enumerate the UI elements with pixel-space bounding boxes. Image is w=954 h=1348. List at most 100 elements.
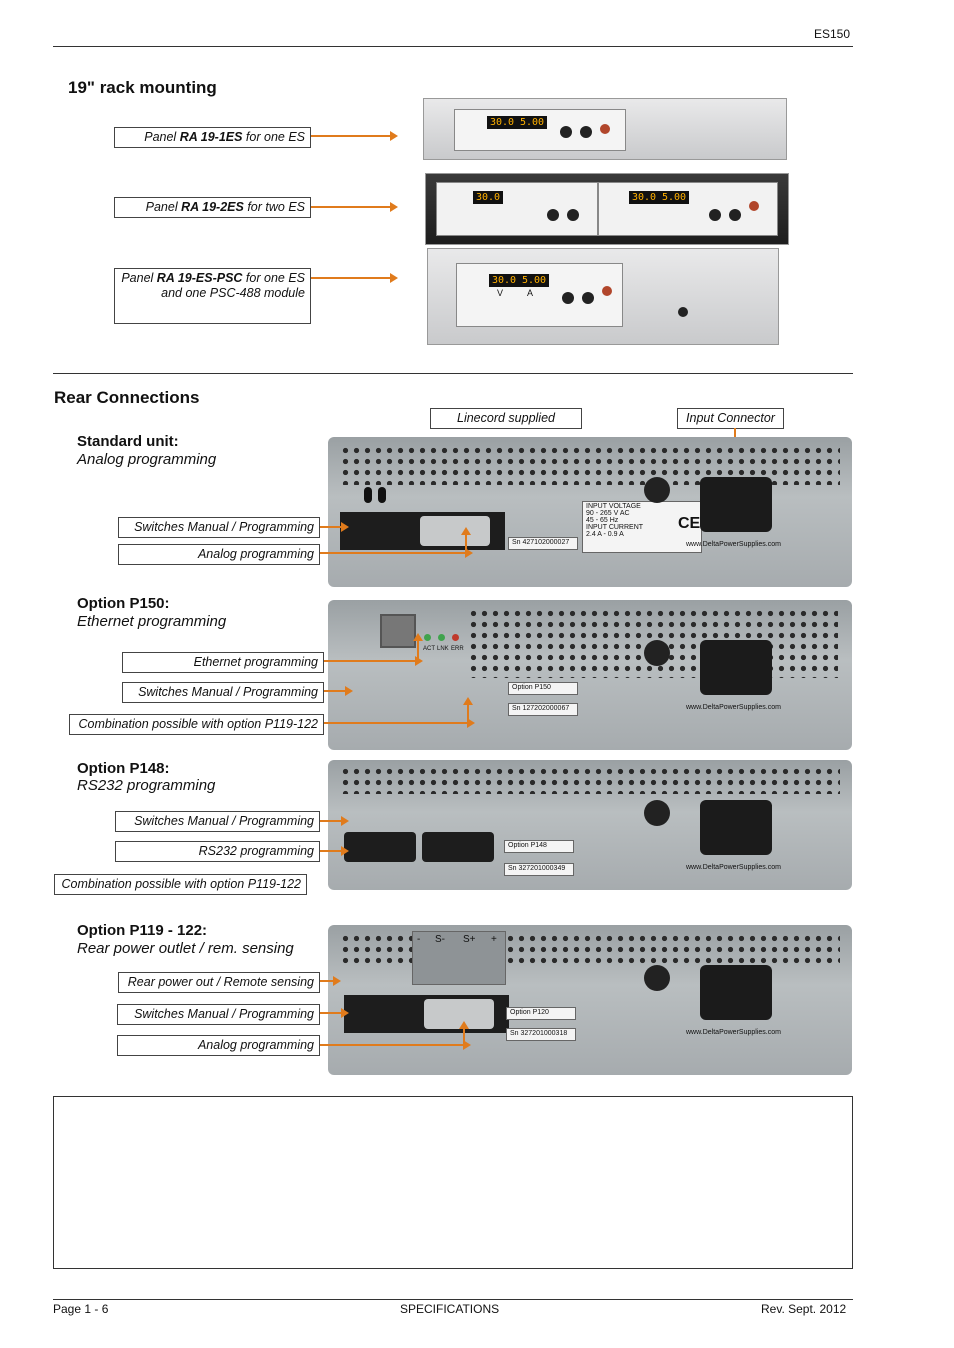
serial-plate: Sn 327201000349 bbox=[504, 863, 574, 876]
p148-heading: Option P148: bbox=[77, 760, 170, 777]
ground-knob-icon bbox=[644, 477, 670, 503]
voltage-display: 30.0 bbox=[487, 116, 518, 129]
plate-label: INPUT CURRENT bbox=[586, 524, 644, 531]
power-supply-front-left: 30.0 bbox=[436, 182, 598, 236]
option-plate: Option P148 bbox=[504, 840, 574, 853]
iec-inlet-icon bbox=[700, 640, 772, 695]
standard-heading: Standard unit: bbox=[77, 433, 179, 450]
footer-section: SPECIFICATIONS bbox=[400, 1302, 500, 1316]
label-p150-switches: Switches Manual / Programming bbox=[122, 682, 324, 703]
knob-icon bbox=[562, 292, 574, 304]
label-ra19-1es: Panel RA 19-1ES for one ES bbox=[114, 127, 311, 148]
label-ra19-2es: Panel RA 19-2ES for two ES bbox=[114, 197, 311, 218]
iec-inlet-icon bbox=[700, 965, 772, 1020]
footer-rule bbox=[53, 1299, 853, 1300]
label-p148-rs232: RS232 programming bbox=[115, 841, 320, 862]
standard-unit-photo: INPUT VOLTAGE 90 - 265 V AC 45 - 65 Hz I… bbox=[328, 437, 852, 587]
p150-unit-photo: ACT LNK ERR Option P150 Sn 127202000067 … bbox=[328, 600, 852, 750]
arrow-p119-analog bbox=[320, 1040, 471, 1050]
label-p150-combination: Combination possible with option P119-12… bbox=[69, 714, 324, 735]
label-text-line2: and one PSC-488 module bbox=[161, 286, 305, 300]
terminal-icon bbox=[749, 201, 759, 211]
label-p119-analog: Analog programming bbox=[117, 1035, 320, 1056]
label-p119-switches: Switches Manual / Programming bbox=[117, 1004, 320, 1025]
label-standard-switches: Switches Manual / Programming bbox=[118, 517, 320, 538]
website-text: www.DeltaPowerSupplies.com bbox=[686, 864, 781, 871]
power-supply-front-right: 30.0 5.00 bbox=[598, 182, 778, 236]
arrow-p150-combination-up bbox=[463, 697, 473, 723]
rack-photo: 30.0 5.00 30.0 30.0 5.00 30.0 5.00 V A bbox=[405, 85, 795, 360]
arrow-p148-switches bbox=[320, 816, 349, 826]
standard-subheading: Analog programming bbox=[77, 451, 217, 468]
arrow-p150-combination bbox=[324, 718, 475, 728]
header-rule bbox=[53, 46, 853, 47]
arrow-ra19-2es bbox=[311, 202, 398, 212]
p119-subheading: Rear power outlet / rem. sensing bbox=[77, 940, 294, 957]
knob-icon bbox=[547, 209, 559, 221]
arrow-p119-analog-up bbox=[459, 1021, 469, 1045]
doc-id: ES150 bbox=[814, 27, 851, 41]
led-label-lnk: LNK bbox=[437, 646, 449, 652]
connector-icon bbox=[678, 307, 688, 317]
knob-icon bbox=[580, 126, 592, 138]
knob-icon bbox=[582, 292, 594, 304]
current-display: 5.00 bbox=[659, 191, 690, 204]
rack-panel-1: 30.0 5.00 bbox=[423, 98, 787, 160]
label-p150-ethernet: Ethernet programming bbox=[122, 652, 324, 673]
iec-inlet-icon bbox=[700, 800, 772, 855]
voltage-unit: V bbox=[497, 288, 504, 298]
label-linecord: Linecord supplied bbox=[430, 408, 582, 429]
label-ra19-es-psc: Panel RA 19-ES-PSC for one ES and one PS… bbox=[114, 268, 311, 324]
current-unit: A bbox=[527, 288, 534, 298]
rs232-connector-icon bbox=[344, 832, 416, 862]
rack-panel-3: 30.0 5.00 V A bbox=[427, 248, 779, 345]
ce-mark: CE bbox=[678, 515, 701, 532]
label-standard-analog: Analog programming bbox=[118, 544, 320, 565]
serial-plate: Sn 127202000067 bbox=[508, 703, 578, 716]
arrow-standard-analog-up bbox=[461, 527, 471, 553]
label-text: Panel bbox=[144, 130, 180, 144]
arrow-p119-switches bbox=[320, 1008, 349, 1018]
p150-heading: Option P150: bbox=[77, 595, 170, 612]
current-display: 5.00 bbox=[519, 274, 550, 287]
power-supply-front: 30.0 5.00 V A bbox=[456, 263, 623, 327]
terminal-label: - bbox=[417, 934, 421, 945]
label-text: for one ES bbox=[242, 271, 305, 285]
voltage-display: 30.0 bbox=[473, 191, 504, 204]
arrow-ra19-1es bbox=[311, 131, 398, 141]
label-p119-remote-sensing: Rear power out / Remote sensing bbox=[118, 972, 320, 993]
footer-page: Page 1 - 6 bbox=[53, 1302, 109, 1316]
p119-unit-photo: - S- S+ + Option P120 Sn 327201000318 ww… bbox=[328, 925, 852, 1075]
rear-section-title: Rear Connections bbox=[54, 388, 200, 407]
label-text: for two ES bbox=[243, 200, 305, 214]
rating-plate: INPUT VOLTAGE 90 - 265 V AC 45 - 65 Hz I… bbox=[582, 501, 702, 553]
led-label-act: ACT bbox=[423, 646, 435, 652]
label-p148-combination: Combination possible with option P119-12… bbox=[54, 874, 307, 895]
model-name: RA 19-2ES bbox=[181, 200, 244, 214]
connector-bay bbox=[340, 512, 505, 550]
terminal-icon bbox=[602, 286, 612, 296]
website-text: www.DeltaPowerSupplies.com bbox=[686, 704, 781, 711]
knob-icon bbox=[560, 126, 572, 138]
plate-value: 45 - 65 Hz bbox=[586, 517, 619, 524]
label-p148-switches: Switches Manual / Programming bbox=[115, 811, 320, 832]
arrow-p150-ethernet bbox=[324, 656, 423, 666]
terminal-label: S+ bbox=[463, 934, 476, 945]
rs232-connector-icon bbox=[422, 832, 494, 862]
website-text: www.DeltaPowerSupplies.com bbox=[686, 1029, 781, 1036]
label-text: for one ES bbox=[242, 130, 305, 144]
switch-icon bbox=[378, 487, 386, 503]
ground-knob-icon bbox=[644, 640, 670, 666]
website-text: www.DeltaPowerSupplies.com bbox=[686, 541, 781, 548]
arrow-p119-remote-sensing bbox=[320, 976, 341, 986]
arrow-standard-analog bbox=[320, 548, 473, 558]
option-plate: Option P120 bbox=[506, 1007, 576, 1020]
led-err-icon bbox=[452, 634, 459, 641]
serial-plate: Sn 427102000027 bbox=[508, 537, 578, 550]
led-lnk-icon bbox=[438, 634, 445, 641]
knob-icon bbox=[567, 209, 579, 221]
plate-label: INPUT VOLTAGE bbox=[586, 503, 641, 510]
p148-subheading: RS232 programming bbox=[77, 777, 216, 794]
label-text: Panel bbox=[145, 200, 182, 214]
arrow-p150-ethernet-up bbox=[413, 633, 423, 662]
